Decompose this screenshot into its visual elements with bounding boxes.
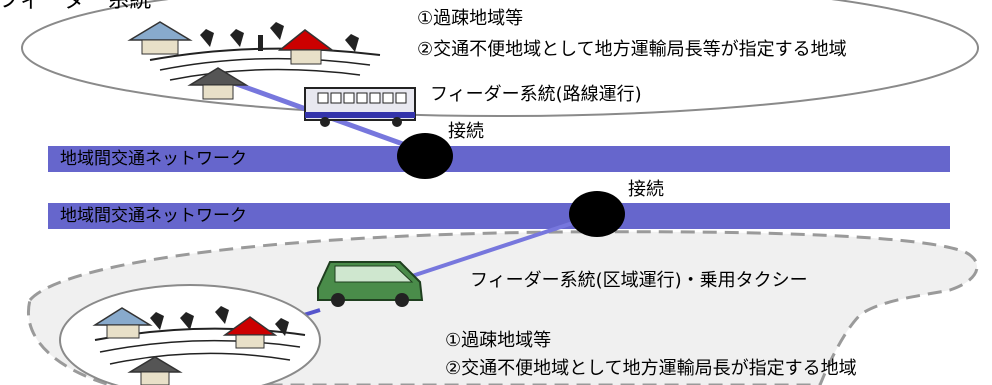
house-red-icon-2 <box>222 316 278 349</box>
feeder-area-label: フィーダー系統(区域運行)・乗用タクシー <box>470 270 808 291</box>
house-blue-icon-2 <box>92 307 153 339</box>
connection-node-2 <box>569 191 625 237</box>
house-red-icon <box>277 29 335 65</box>
bottom-area-line-1: ①過疎地域等 <box>445 330 552 351</box>
network-band-2-label: 地域間交通ネットワーク <box>60 206 247 226</box>
top-cut-text: フィーダー系統 <box>0 0 152 13</box>
network-band-2 <box>48 203 950 229</box>
feeder-route-label: フィーダー系統(路線運行) <box>430 84 642 105</box>
network-band-1-label: 地域間交通ネットワーク <box>60 149 247 169</box>
connection-node-1 <box>397 133 453 179</box>
connection-label-2: 接続 <box>628 179 664 200</box>
house-gray-icon-2 <box>127 356 183 385</box>
top-area-line-2: ②交通不便地域として地方運輸局長等が指定する地域 <box>417 39 847 60</box>
connection-label-1: 接続 <box>448 121 484 142</box>
bottom-village-illustration <box>92 306 306 385</box>
top-village-illustration <box>127 21 381 100</box>
feeder-route-line-bottom <box>399 213 598 282</box>
house-blue-icon <box>127 21 193 55</box>
top-area-ellipse <box>21 0 979 117</box>
network-band-1 <box>48 146 950 172</box>
bus-icon <box>304 87 416 127</box>
house-gray-icon <box>187 67 249 100</box>
bottom-village-ellipse <box>59 284 321 385</box>
taxi-van-icon <box>317 261 424 307</box>
top-area-line-1: ①過疎地域等 <box>417 8 524 29</box>
bottom-area-line-2: ②交通不便地域として地方運輸局長が指定する地域 <box>445 358 857 379</box>
